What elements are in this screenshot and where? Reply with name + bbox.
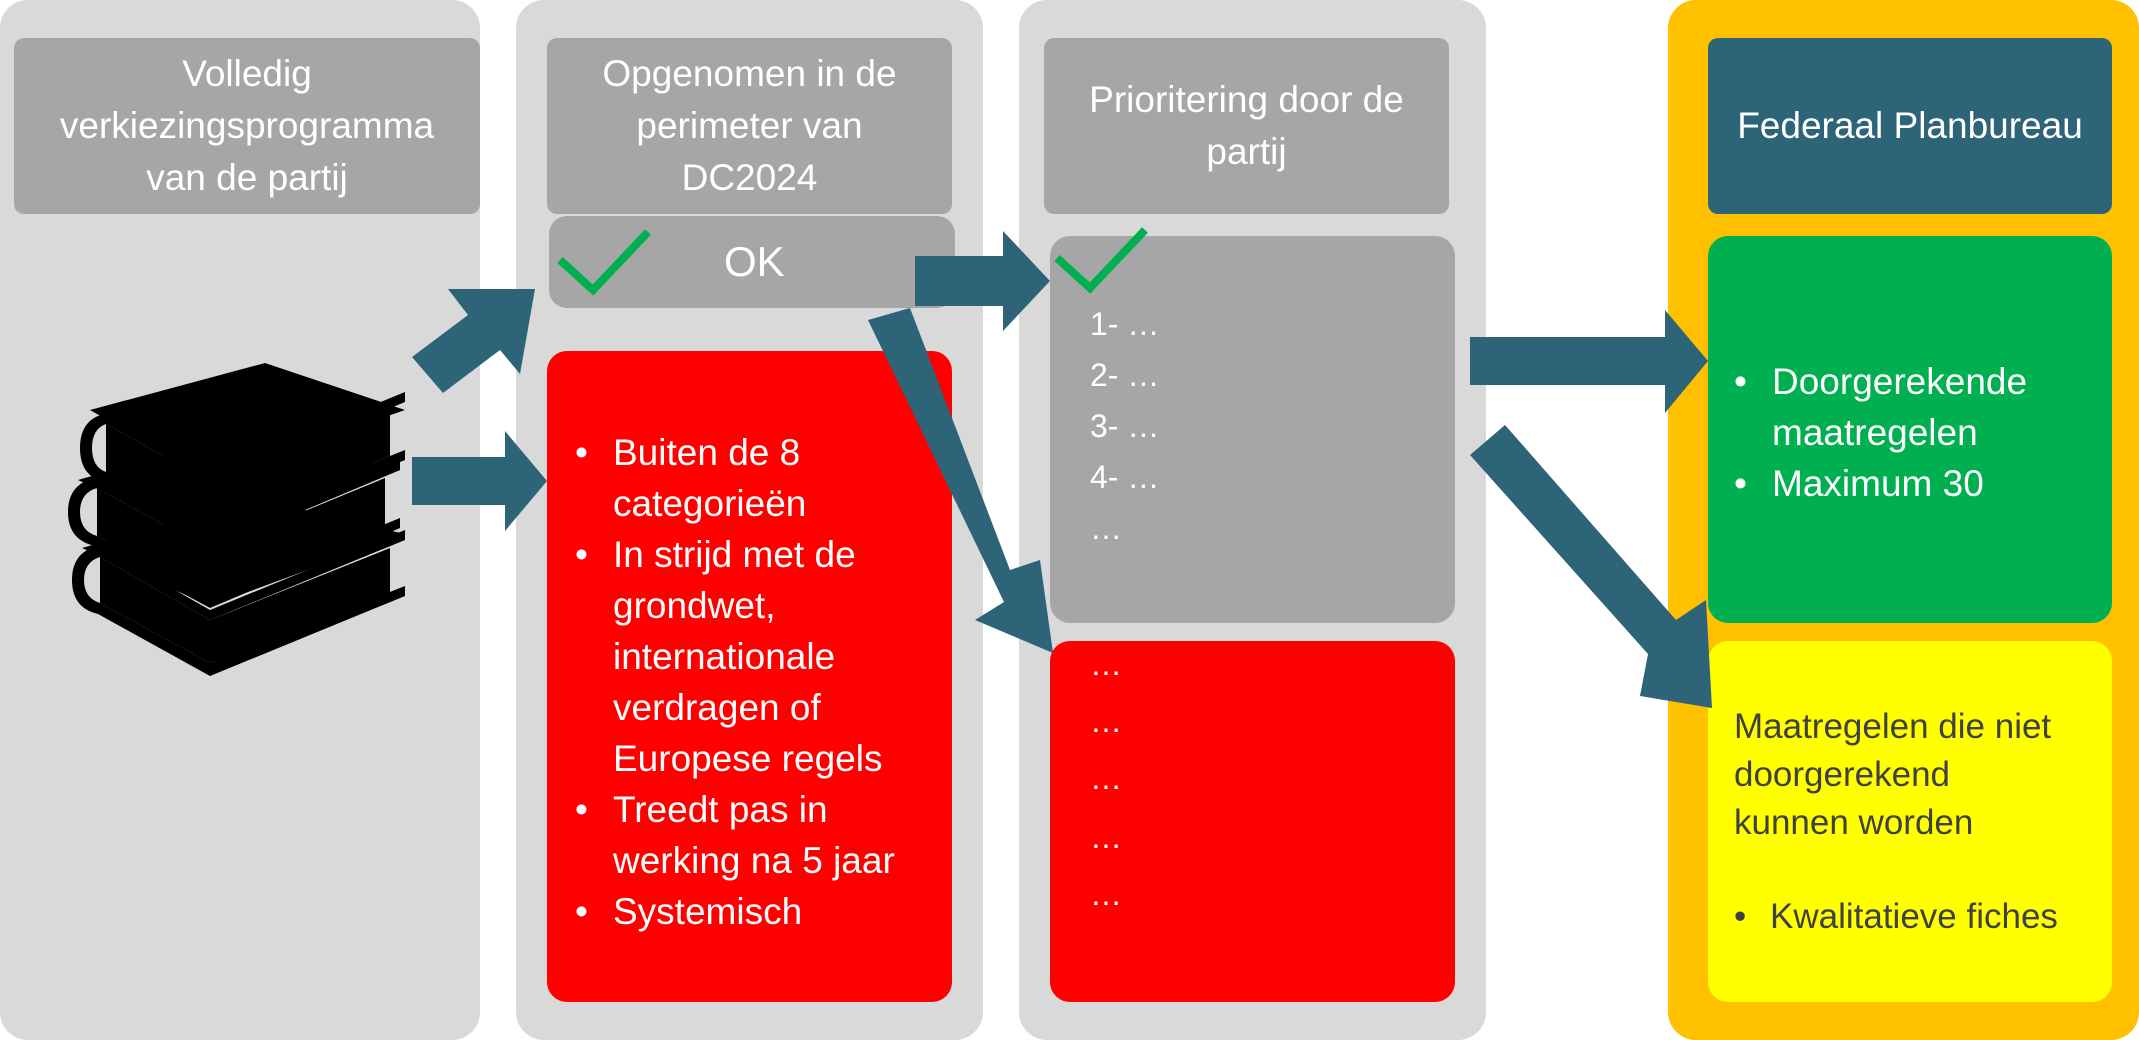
computed-item: Doorgerekende maatregelen bbox=[1734, 356, 2072, 458]
excluded-item: In strijd met de grondwet, international… bbox=[575, 529, 933, 784]
arrow-to-computed bbox=[1470, 310, 1708, 413]
not-computed-box: Maatregelen die niet doorgerekend kunnen… bbox=[1708, 641, 2112, 1002]
excluded-item: Treedt pas in werking na 5 jaar bbox=[575, 784, 933, 886]
header-line: DC2024 bbox=[681, 157, 818, 198]
header-line: verkiezingsprogramma bbox=[59, 105, 435, 146]
header-line: van de partij bbox=[146, 157, 348, 198]
arrow-to-priority bbox=[915, 231, 1050, 331]
excluded-list: Buiten de 8 categorieën In strijd met de… bbox=[575, 427, 930, 937]
ok-label: OK bbox=[724, 238, 785, 285]
header-party-program: Volledig verkiezingsprogramma van de par… bbox=[14, 38, 480, 214]
header-line: perimeter van bbox=[636, 105, 863, 146]
excluded-box: Buiten de 8 categorieën In strijd met de… bbox=[547, 351, 952, 1002]
rejected-item: … bbox=[1090, 760, 1122, 796]
header-line: Prioritering door de bbox=[1089, 79, 1404, 120]
computed-box: Doorgerekende maatregelen Maximum 30 bbox=[1708, 236, 2112, 623]
not-computed-list: Kwalitatieve fiches bbox=[1734, 891, 2092, 942]
computed-list: Doorgerekende maatregelen Maximum 30 bbox=[1734, 356, 2092, 509]
arrow-to-not-computed bbox=[1470, 425, 1712, 708]
arrow-to-excluded bbox=[412, 431, 547, 531]
check-icon bbox=[1054, 227, 1148, 294]
check-icon bbox=[557, 229, 651, 296]
header-line: partij bbox=[1206, 131, 1287, 172]
header-prioritization: Prioritering door de partij bbox=[1044, 38, 1449, 214]
priority-item: 1- … bbox=[1090, 306, 1160, 342]
books-icon bbox=[68, 363, 405, 676]
computed-item: Maximum 30 bbox=[1734, 458, 2092, 509]
rejected-item: … bbox=[1090, 646, 1122, 682]
priority-box: 1- … 2- … 3- … 4- … … bbox=[1050, 236, 1455, 623]
arrow-to-rejected bbox=[868, 308, 1053, 653]
rejected-item: … bbox=[1090, 876, 1122, 912]
header-line: Federaal Planbureau bbox=[1737, 105, 2083, 146]
header-perimeter: Opgenomen in de perimeter van DC2024 bbox=[547, 38, 952, 214]
rejected-item: … bbox=[1090, 703, 1122, 739]
not-computed-item: Kwalitatieve fiches bbox=[1734, 891, 2092, 942]
rejected-box: … … … … … bbox=[1050, 641, 1455, 1002]
excluded-item: Buiten de 8 categorieën bbox=[575, 427, 913, 529]
excluded-item: Systemisch bbox=[575, 886, 930, 937]
not-computed-title: Maatregelen die niet doorgerekend kunnen… bbox=[1734, 707, 2052, 842]
priority-item: 2- … bbox=[1090, 357, 1160, 393]
priority-item: 3- … bbox=[1090, 408, 1160, 444]
priority-item: … bbox=[1090, 510, 1122, 546]
header-line: Opgenomen in de bbox=[602, 53, 897, 94]
arrow-to-ok bbox=[412, 289, 535, 393]
priority-item: 4- … bbox=[1090, 459, 1160, 495]
header-planbureau: Federaal Planbureau bbox=[1708, 38, 2112, 214]
header-line: Volledig bbox=[182, 53, 312, 94]
rejected-item: … bbox=[1090, 819, 1122, 855]
